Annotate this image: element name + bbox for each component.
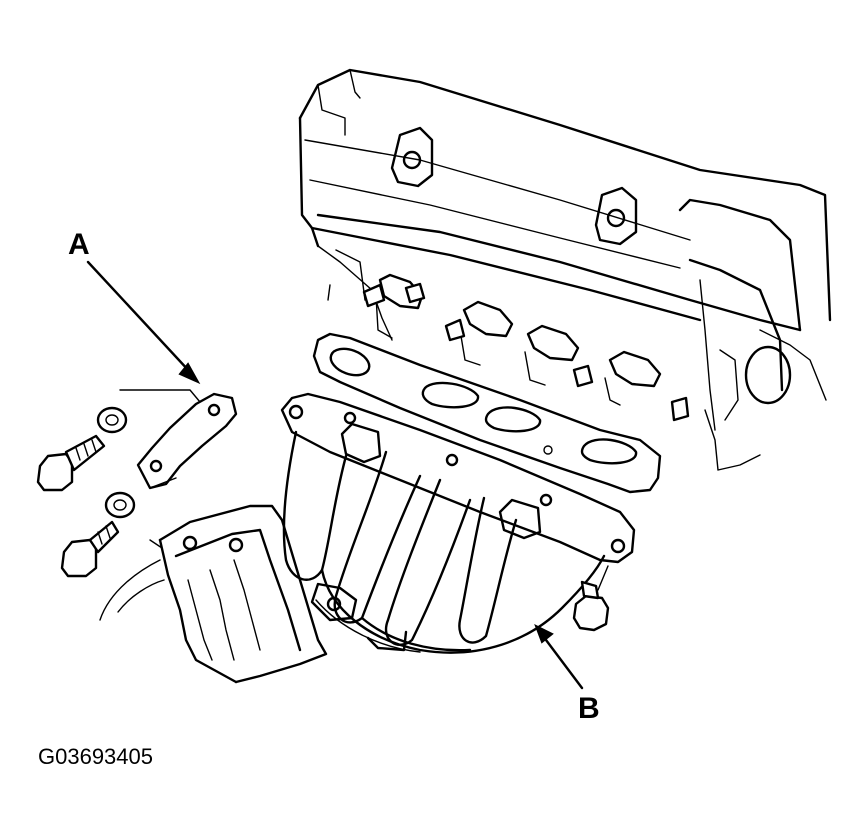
manifold-gasket	[312, 332, 662, 494]
figure-id-label: G03693405	[38, 744, 153, 769]
bracket-a	[119, 389, 238, 490]
cylinder-head	[298, 68, 832, 471]
manifold-studs	[362, 282, 690, 422]
leader-arrow-b	[534, 623, 584, 690]
callout-label-a: A	[68, 228, 90, 261]
bolt-hardware	[36, 406, 610, 632]
leader-arrow-a	[86, 260, 201, 385]
exhaust-manifold	[280, 392, 636, 654]
callout-label-b: B	[578, 692, 600, 725]
heat-shield	[99, 504, 328, 684]
